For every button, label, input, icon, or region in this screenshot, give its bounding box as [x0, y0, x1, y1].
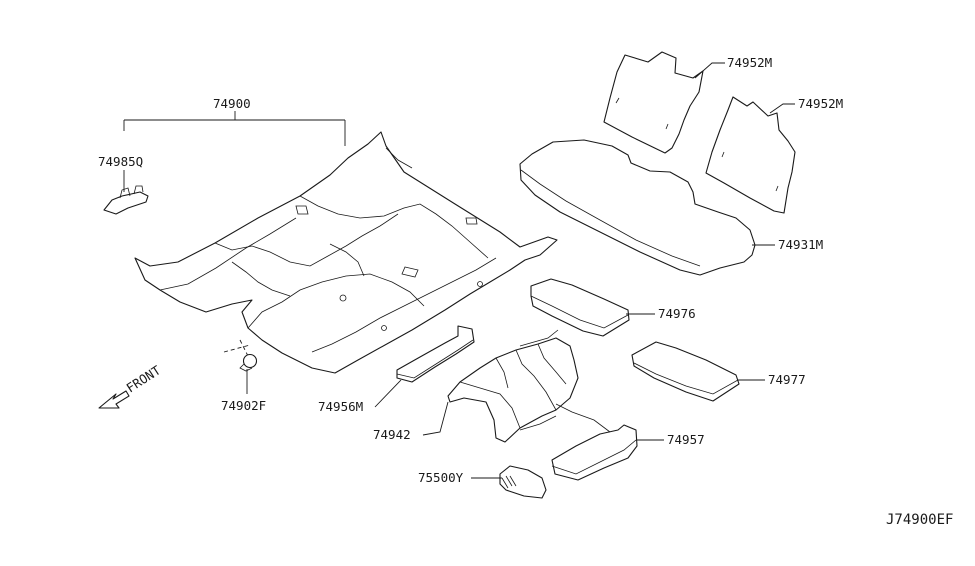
label-74942: 74942	[373, 427, 411, 442]
label-74956m: 74956M	[318, 399, 363, 414]
mat-74957[interactable]	[519, 403, 638, 481]
mat-74942[interactable]	[447, 329, 579, 443]
label-74931m: 74931M	[778, 237, 823, 252]
label-74976: 74976	[658, 306, 696, 321]
label-74985q: 74985Q	[98, 154, 143, 169]
front-label: FRONT	[123, 362, 163, 395]
rear-mat-74952m-right[interactable]	[705, 96, 796, 214]
push-clip-74902f[interactable]	[223, 339, 258, 372]
label-74977: 74977	[768, 372, 806, 387]
leader-lines	[123, 62, 795, 479]
label-74957: 74957	[667, 432, 705, 447]
part-labels: 74900 74985Q 74902F 74952M 74952M 74931M…	[98, 55, 843, 485]
label-74952m-right: 74952M	[798, 96, 843, 111]
label-75500y: 75500Y	[418, 470, 464, 485]
clip-74985q[interactable]	[103, 185, 149, 215]
rear-mat-74952m-left[interactable]	[603, 51, 704, 154]
diagram-code: J74900EF	[886, 512, 953, 528]
front-arrow: FRONT	[98, 362, 164, 409]
floor-carpet-74900[interactable]	[134, 131, 558, 374]
mat-74956m[interactable]	[396, 325, 475, 383]
rear-floor-carpet-74931m[interactable]	[519, 139, 756, 276]
bracket-75500y[interactable]	[499, 465, 547, 499]
label-74902f: 74902F	[221, 398, 266, 413]
label-74952m-top: 74952M	[727, 55, 772, 70]
mat-74977[interactable]	[631, 341, 740, 402]
mat-74976[interactable]	[530, 278, 630, 337]
label-74900: 74900	[213, 96, 251, 111]
